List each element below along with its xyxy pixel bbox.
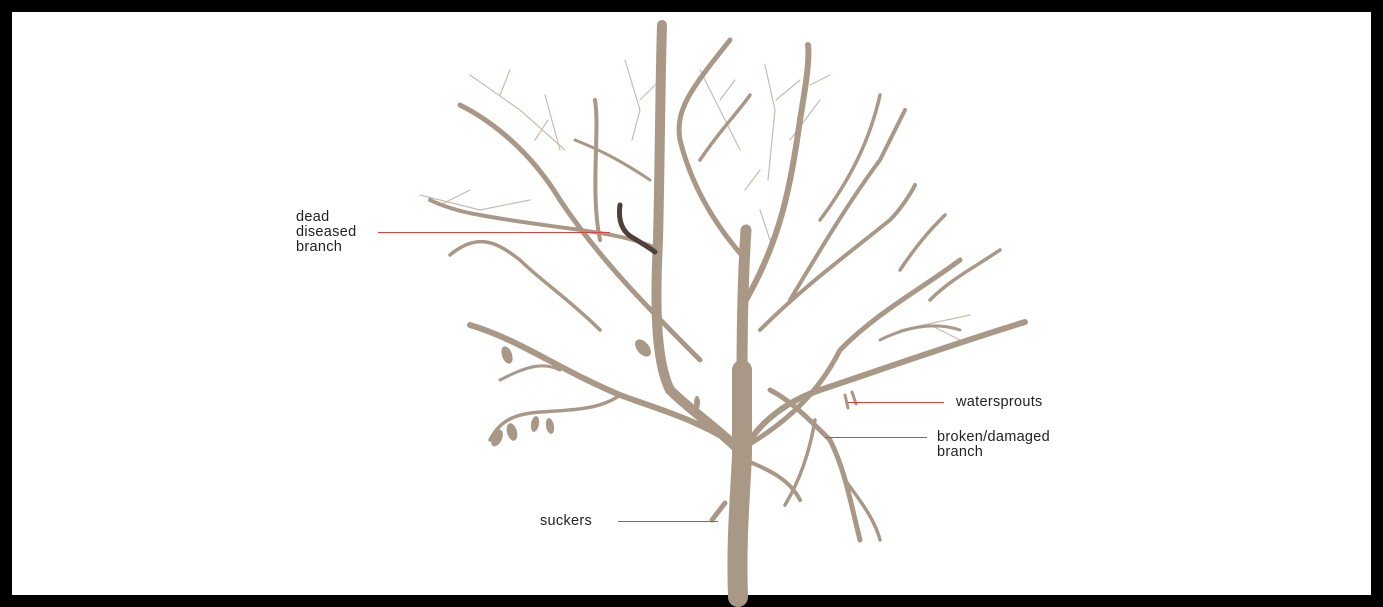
broken-label-line-1: broken/damaged [937, 430, 1050, 445]
suckers-label: suckers [540, 514, 592, 529]
branches [430, 25, 1025, 597]
dead-branch-leader-line [378, 232, 610, 233]
suckers-label-text: suckers [540, 514, 592, 529]
dead-label-line-3: branch [296, 240, 356, 255]
dead-label-line-2: diseased [296, 225, 356, 240]
broken-damaged-branch-label: broken/damaged branch [937, 430, 1050, 460]
watersprouts-label: watersprouts [956, 395, 1043, 410]
dead-label-line-1: dead [296, 210, 356, 225]
thin-twigs [420, 60, 970, 340]
dead-diseased-branch-label: dead diseased branch [296, 210, 356, 255]
broken-branch-leader-line [825, 437, 927, 438]
suckers-leader-line [618, 521, 718, 522]
watersprouts-label-text: watersprouts [956, 395, 1043, 410]
watersprouts-leader-line [848, 402, 944, 403]
broken-label-line-2: branch [937, 445, 1050, 460]
